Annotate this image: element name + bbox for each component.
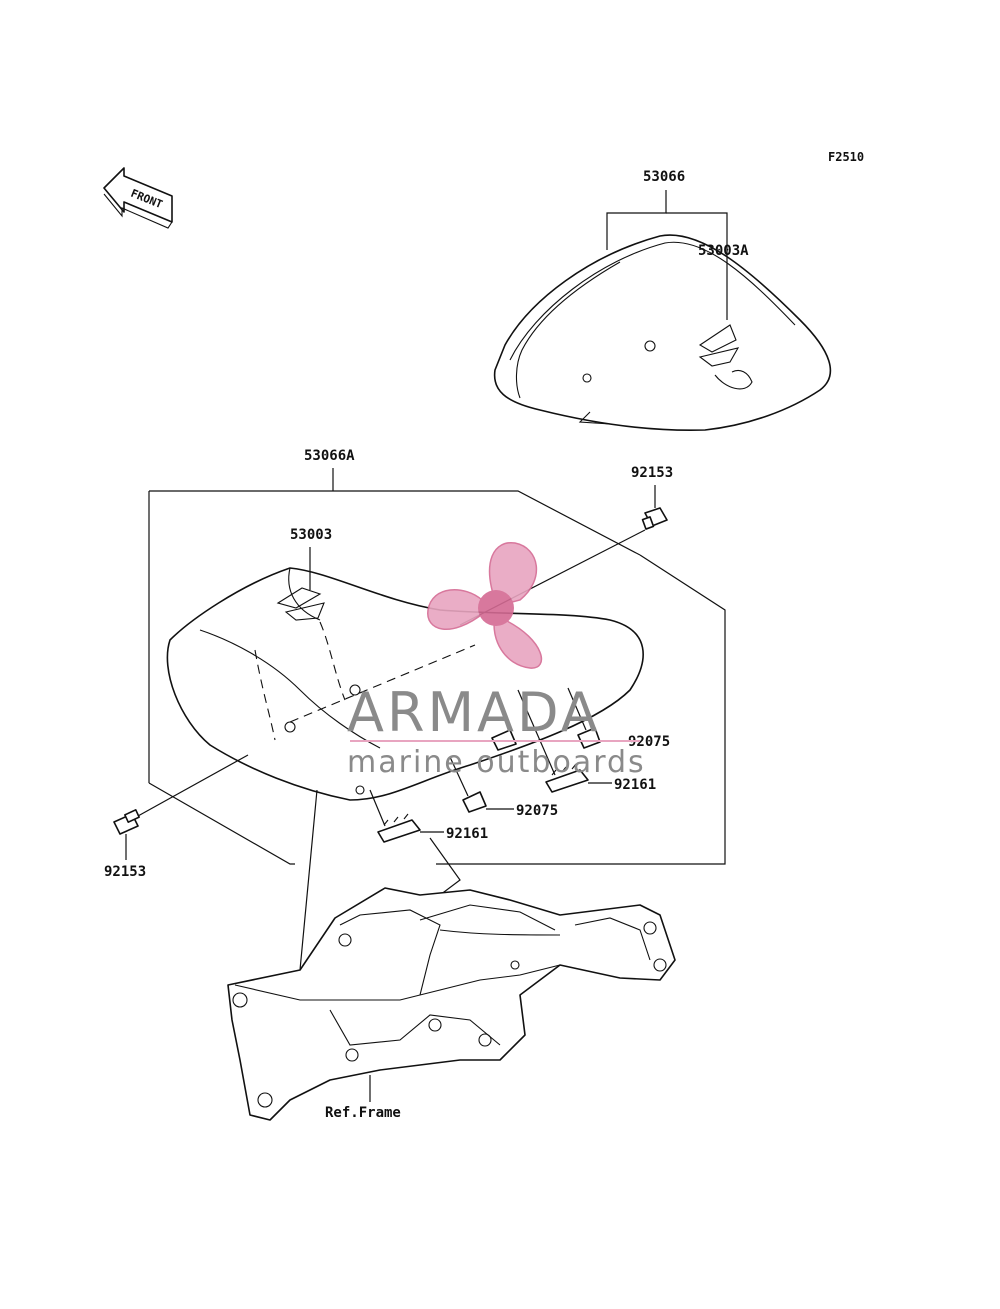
rear-seat-53066 [493,234,832,432]
clip-92161-center: 92161 [369,789,488,843]
part-label-53066a: 53066A [304,448,355,464]
part-label-92161-center: 92161 [446,826,488,842]
watermark-tagline: marine outboards [347,745,646,780]
rear-seat-label-group: 53066 53003A [606,169,749,320]
part-label-53066: 53066 [643,169,685,185]
part-label-92153-left: 92153 [104,864,146,880]
frame-ref: Ref.Frame [227,887,676,1121]
part-label-92075-right: 92075 [628,734,670,750]
part-label-92075-center: 92075 [516,803,558,819]
figure-code: F2510 [828,150,864,164]
damper-92075-center: 92075 [449,756,558,819]
front-arrow-icon: FRONT [103,167,173,229]
watermark-brand: ARMADA [347,681,601,744]
frame-ref-label: Ref.Frame [325,1105,401,1121]
front-seat-bracket: 53066A [148,448,726,865]
part-label-92161-right: 92161 [614,777,656,793]
watermark-logo-icon [427,542,543,669]
bolt-92153-left: 92153 [104,754,249,880]
part-label-92153-right: 92153 [631,465,673,481]
part-label-53003a: 53003A [698,243,749,259]
clip-92161-right: 92161 [517,689,656,793]
part-label-53003: 53003 [290,527,332,543]
